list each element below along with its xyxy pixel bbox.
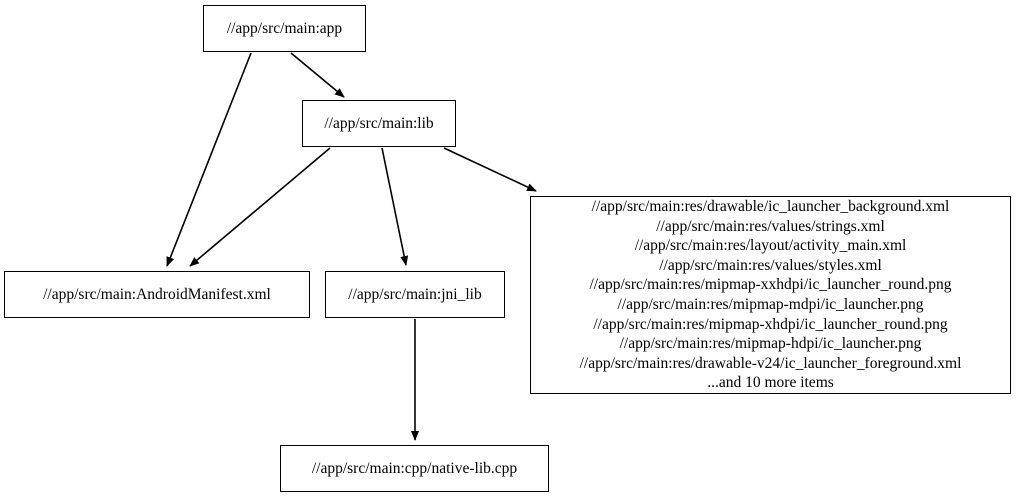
graph-node-android-manifest-label: //app/src/main:AndroidManifest.xml xyxy=(43,285,271,303)
edge-lib-to-jni-lib xyxy=(381,147,409,266)
graph-node-app-label: //app/src/main:app xyxy=(226,19,343,37)
graph-node-lib-label: //app/src/main:lib xyxy=(324,114,434,132)
resource-line-1: //app/src/main:res/drawable/ic_launcher_… xyxy=(591,198,950,216)
resource-line-3: //app/src/main:res/layout/activity_main.… xyxy=(634,237,907,255)
edge-lib-to-manifest xyxy=(189,147,331,267)
resource-overflow-note: ...and 10 more items xyxy=(707,374,834,392)
resource-line-2: //app/src/main:res/values/strings.xml xyxy=(656,217,885,235)
graph-node-lib[interactable]: //app/src/main:lib xyxy=(302,100,456,147)
edge-app-to-manifest xyxy=(166,52,252,267)
resource-line-5: //app/src/main:res/mipmap-xxhdpi/ic_laun… xyxy=(589,276,952,294)
resource-line-4: //app/src/main:res/values/styles.xml xyxy=(659,256,882,274)
resource-line-9: //app/src/main:res/drawable-v24/ic_launc… xyxy=(579,354,962,372)
graph-node-native-lib-cpp[interactable]: //app/src/main:cpp/native-lib.cpp xyxy=(280,445,549,492)
resource-line-7: //app/src/main:res/mipmap-xhdpi/ic_launc… xyxy=(593,315,948,333)
graph-node-jni-lib-label: //app/src/main:jni_lib xyxy=(348,285,482,303)
resource-line-8: //app/src/main:res/mipmap-hdpi/ic_launch… xyxy=(619,335,922,353)
graph-node-android-manifest[interactable]: //app/src/main:AndroidManifest.xml xyxy=(4,271,310,318)
graph-node-jni-lib[interactable]: //app/src/main:jni_lib xyxy=(325,271,505,318)
edge-app-to-lib xyxy=(290,52,345,98)
resource-line-6: //app/src/main:res/mipmap-mdpi/ic_launch… xyxy=(617,296,924,313)
graph-node-app[interactable]: //app/src/main:app xyxy=(203,5,366,52)
graph-node-native-lib-cpp-label: //app/src/main:cpp/native-lib.cpp xyxy=(311,459,518,477)
graph-node-resources[interactable]: //app/src/main:res/drawable/ic_launcher_… xyxy=(530,196,1011,394)
edge-lib-to-resources xyxy=(443,147,537,192)
